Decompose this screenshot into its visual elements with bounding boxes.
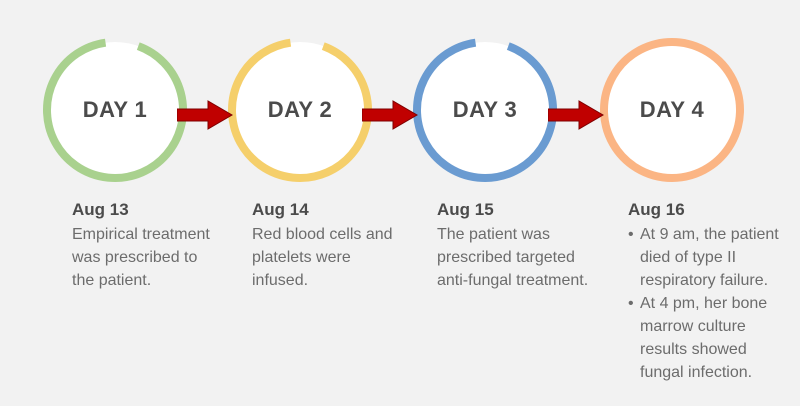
timeline-detail-day-4: Aug 16 • At 9 am, the patient died of typ… — [628, 198, 790, 384]
day-label-2: DAY 2 — [267, 97, 333, 122]
ring-day-3-icon — [413, 38, 557, 182]
timeline-detail-day-1: Aug 13 Empirical treatment was prescribe… — [72, 198, 224, 292]
description-1: Empirical treatment was prescribed to th… — [72, 226, 210, 289]
ring-day-4-icon — [600, 38, 744, 182]
timeline-node-row: DAY 1 DAY 2 DAY 3 DAY 4 — [0, 0, 800, 195]
ring-day-1-icon — [43, 38, 187, 182]
bullet-dot-icon: • — [628, 295, 634, 312]
timeline-detail-day-3: Aug 15 The patient was prescribed target… — [437, 198, 600, 292]
timeline-node-day-1[interactable]: DAY 1 — [42, 37, 188, 183]
description-2: Red blood cells and platelets were infus… — [252, 226, 393, 289]
description-3: The patient was prescribed targeted anti… — [437, 226, 589, 289]
date-heading-3: Aug 15 — [437, 200, 494, 219]
right-arrow-icon-2-to-3 — [362, 100, 418, 130]
list-item-text: At 9 am, the patient died of type II res… — [640, 226, 779, 289]
list-item: • At 4 pm, her bone marrow culture result… — [628, 292, 790, 384]
timeline-node-day-2[interactable]: DAY 2 — [227, 37, 373, 183]
timeline-node-day-3[interactable]: DAY 3 — [412, 37, 558, 183]
timeline-node-day-4[interactable]: DAY 4 — [599, 37, 745, 183]
date-heading-1: Aug 13 — [72, 200, 129, 219]
list-item: • At 9 am, the patient died of type II re… — [628, 223, 790, 292]
day-label-4: DAY 4 — [639, 97, 705, 122]
bullet-list-day-4: • At 9 am, the patient died of type II re… — [628, 223, 790, 384]
right-arrow-icon-1-to-2 — [177, 100, 233, 130]
timeline-detail-day-2: Aug 14 Red blood cells and platelets wer… — [252, 198, 402, 292]
list-item-text: At 4 pm, her bone marrow culture results… — [640, 295, 768, 381]
ring-day-2-icon — [228, 38, 372, 182]
bullet-dot-icon: • — [628, 226, 634, 243]
day-label-3: DAY 3 — [452, 97, 518, 122]
date-heading-2: Aug 14 — [252, 200, 309, 219]
date-heading-4: Aug 16 — [628, 200, 685, 219]
day-label-1: DAY 1 — [82, 97, 148, 122]
right-arrow-icon-3-to-4 — [548, 100, 604, 130]
